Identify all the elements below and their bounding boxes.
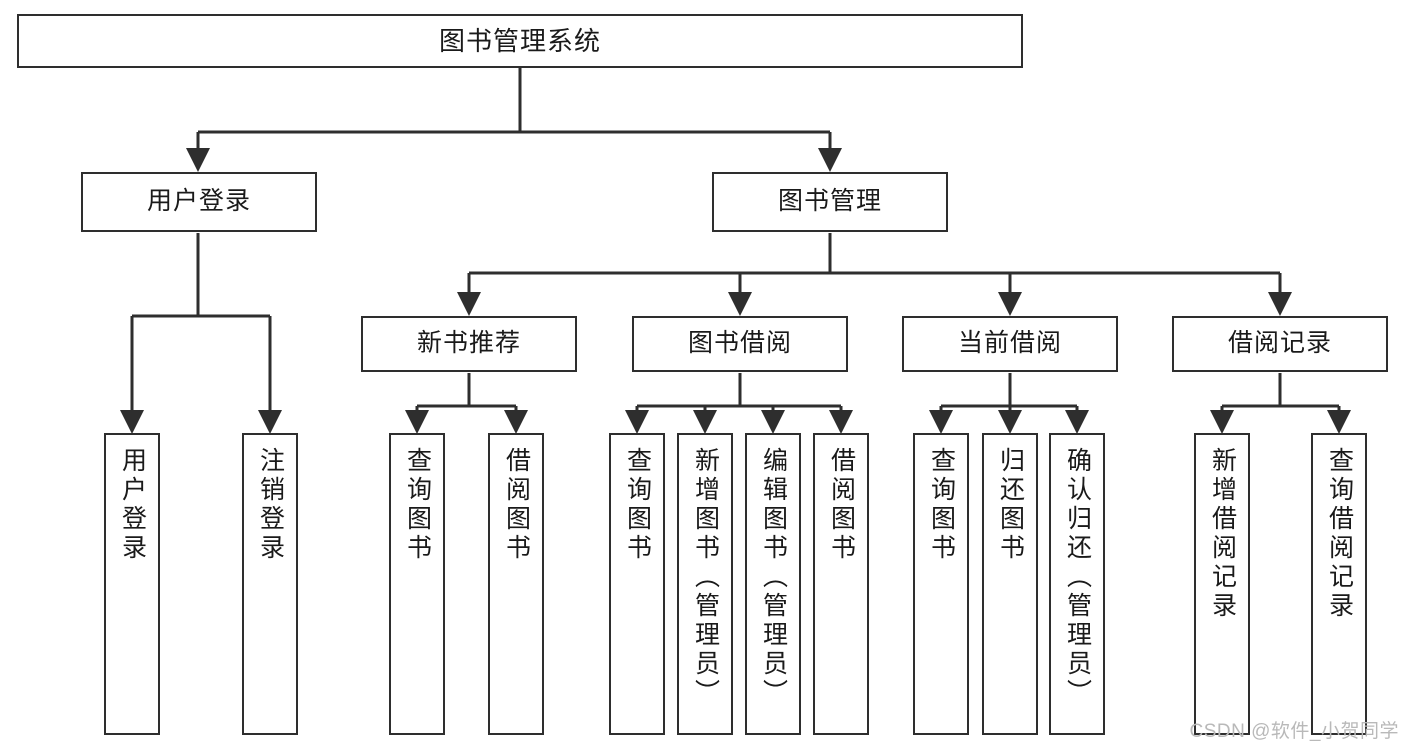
node-leaf-borrow-book-1[interactable]: 借阅图书 xyxy=(488,433,544,735)
node-user-login[interactable]: 用户登录 xyxy=(81,172,317,232)
node-new-book-recommend[interactable]: 新书推荐 xyxy=(361,316,577,372)
node-leaf-edit-book-label: 编辑图书（管理员） xyxy=(759,447,788,708)
node-leaf-logout[interactable]: 注销登录 xyxy=(242,433,298,735)
node-book-borrow[interactable]: 图书借阅 xyxy=(632,316,848,372)
node-borrow-record[interactable]: 借阅记录 xyxy=(1172,316,1388,372)
node-root-label: 图书管理系统 xyxy=(438,25,601,56)
node-leaf-return-book-label: 归还图书 xyxy=(996,447,1025,563)
node-leaf-query-record-label: 查询借阅记录 xyxy=(1325,447,1354,621)
watermark-text: CSDN @软件_小贺同学 xyxy=(1189,721,1399,742)
node-leaf-user-login-label: 用户登录 xyxy=(118,447,147,563)
node-leaf-add-record-label: 新增借阅记录 xyxy=(1208,447,1237,621)
node-leaf-confirm-return-label: 确认归还（管理员） xyxy=(1063,447,1092,708)
node-current-borrow-label: 当前借阅 xyxy=(957,329,1062,358)
node-leaf-borrow-book-1-label: 借阅图书 xyxy=(502,447,531,563)
node-leaf-edit-book[interactable]: 编辑图书（管理员） xyxy=(745,433,801,735)
node-leaf-query-record[interactable]: 查询借阅记录 xyxy=(1311,433,1367,735)
node-leaf-borrow-book-2-label: 借阅图书 xyxy=(827,447,856,563)
node-leaf-add-record[interactable]: 新增借阅记录 xyxy=(1194,433,1250,735)
node-borrow-record-label: 借阅记录 xyxy=(1227,329,1332,358)
node-leaf-add-book-label: 新增图书（管理员） xyxy=(691,447,720,708)
node-current-borrow[interactable]: 当前借阅 xyxy=(902,316,1118,372)
node-leaf-query-book-1[interactable]: 查询图书 xyxy=(389,433,445,735)
node-leaf-return-book[interactable]: 归还图书 xyxy=(982,433,1038,735)
node-leaf-user-login[interactable]: 用户登录 xyxy=(104,433,160,735)
node-leaf-query-book-2-label: 查询图书 xyxy=(623,447,652,563)
node-leaf-add-book[interactable]: 新增图书（管理员） xyxy=(677,433,733,735)
node-leaf-query-book-1-label: 查询图书 xyxy=(403,447,432,563)
node-book-manage[interactable]: 图书管理 xyxy=(712,172,948,232)
node-book-manage-label: 图书管理 xyxy=(777,187,882,216)
node-leaf-borrow-book-2[interactable]: 借阅图书 xyxy=(813,433,869,735)
node-leaf-confirm-return[interactable]: 确认归还（管理员） xyxy=(1049,433,1105,735)
node-leaf-query-book-2[interactable]: 查询图书 xyxy=(609,433,665,735)
node-root[interactable]: 图书管理系统 xyxy=(17,14,1023,68)
node-user-login-label: 用户登录 xyxy=(146,187,251,216)
node-new-book-recommend-label: 新书推荐 xyxy=(416,329,521,358)
node-leaf-query-book-3[interactable]: 查询图书 xyxy=(913,433,969,735)
node-book-borrow-label: 图书借阅 xyxy=(687,329,792,358)
node-leaf-logout-label: 注销登录 xyxy=(256,447,285,563)
node-leaf-query-book-3-label: 查询图书 xyxy=(927,447,956,563)
